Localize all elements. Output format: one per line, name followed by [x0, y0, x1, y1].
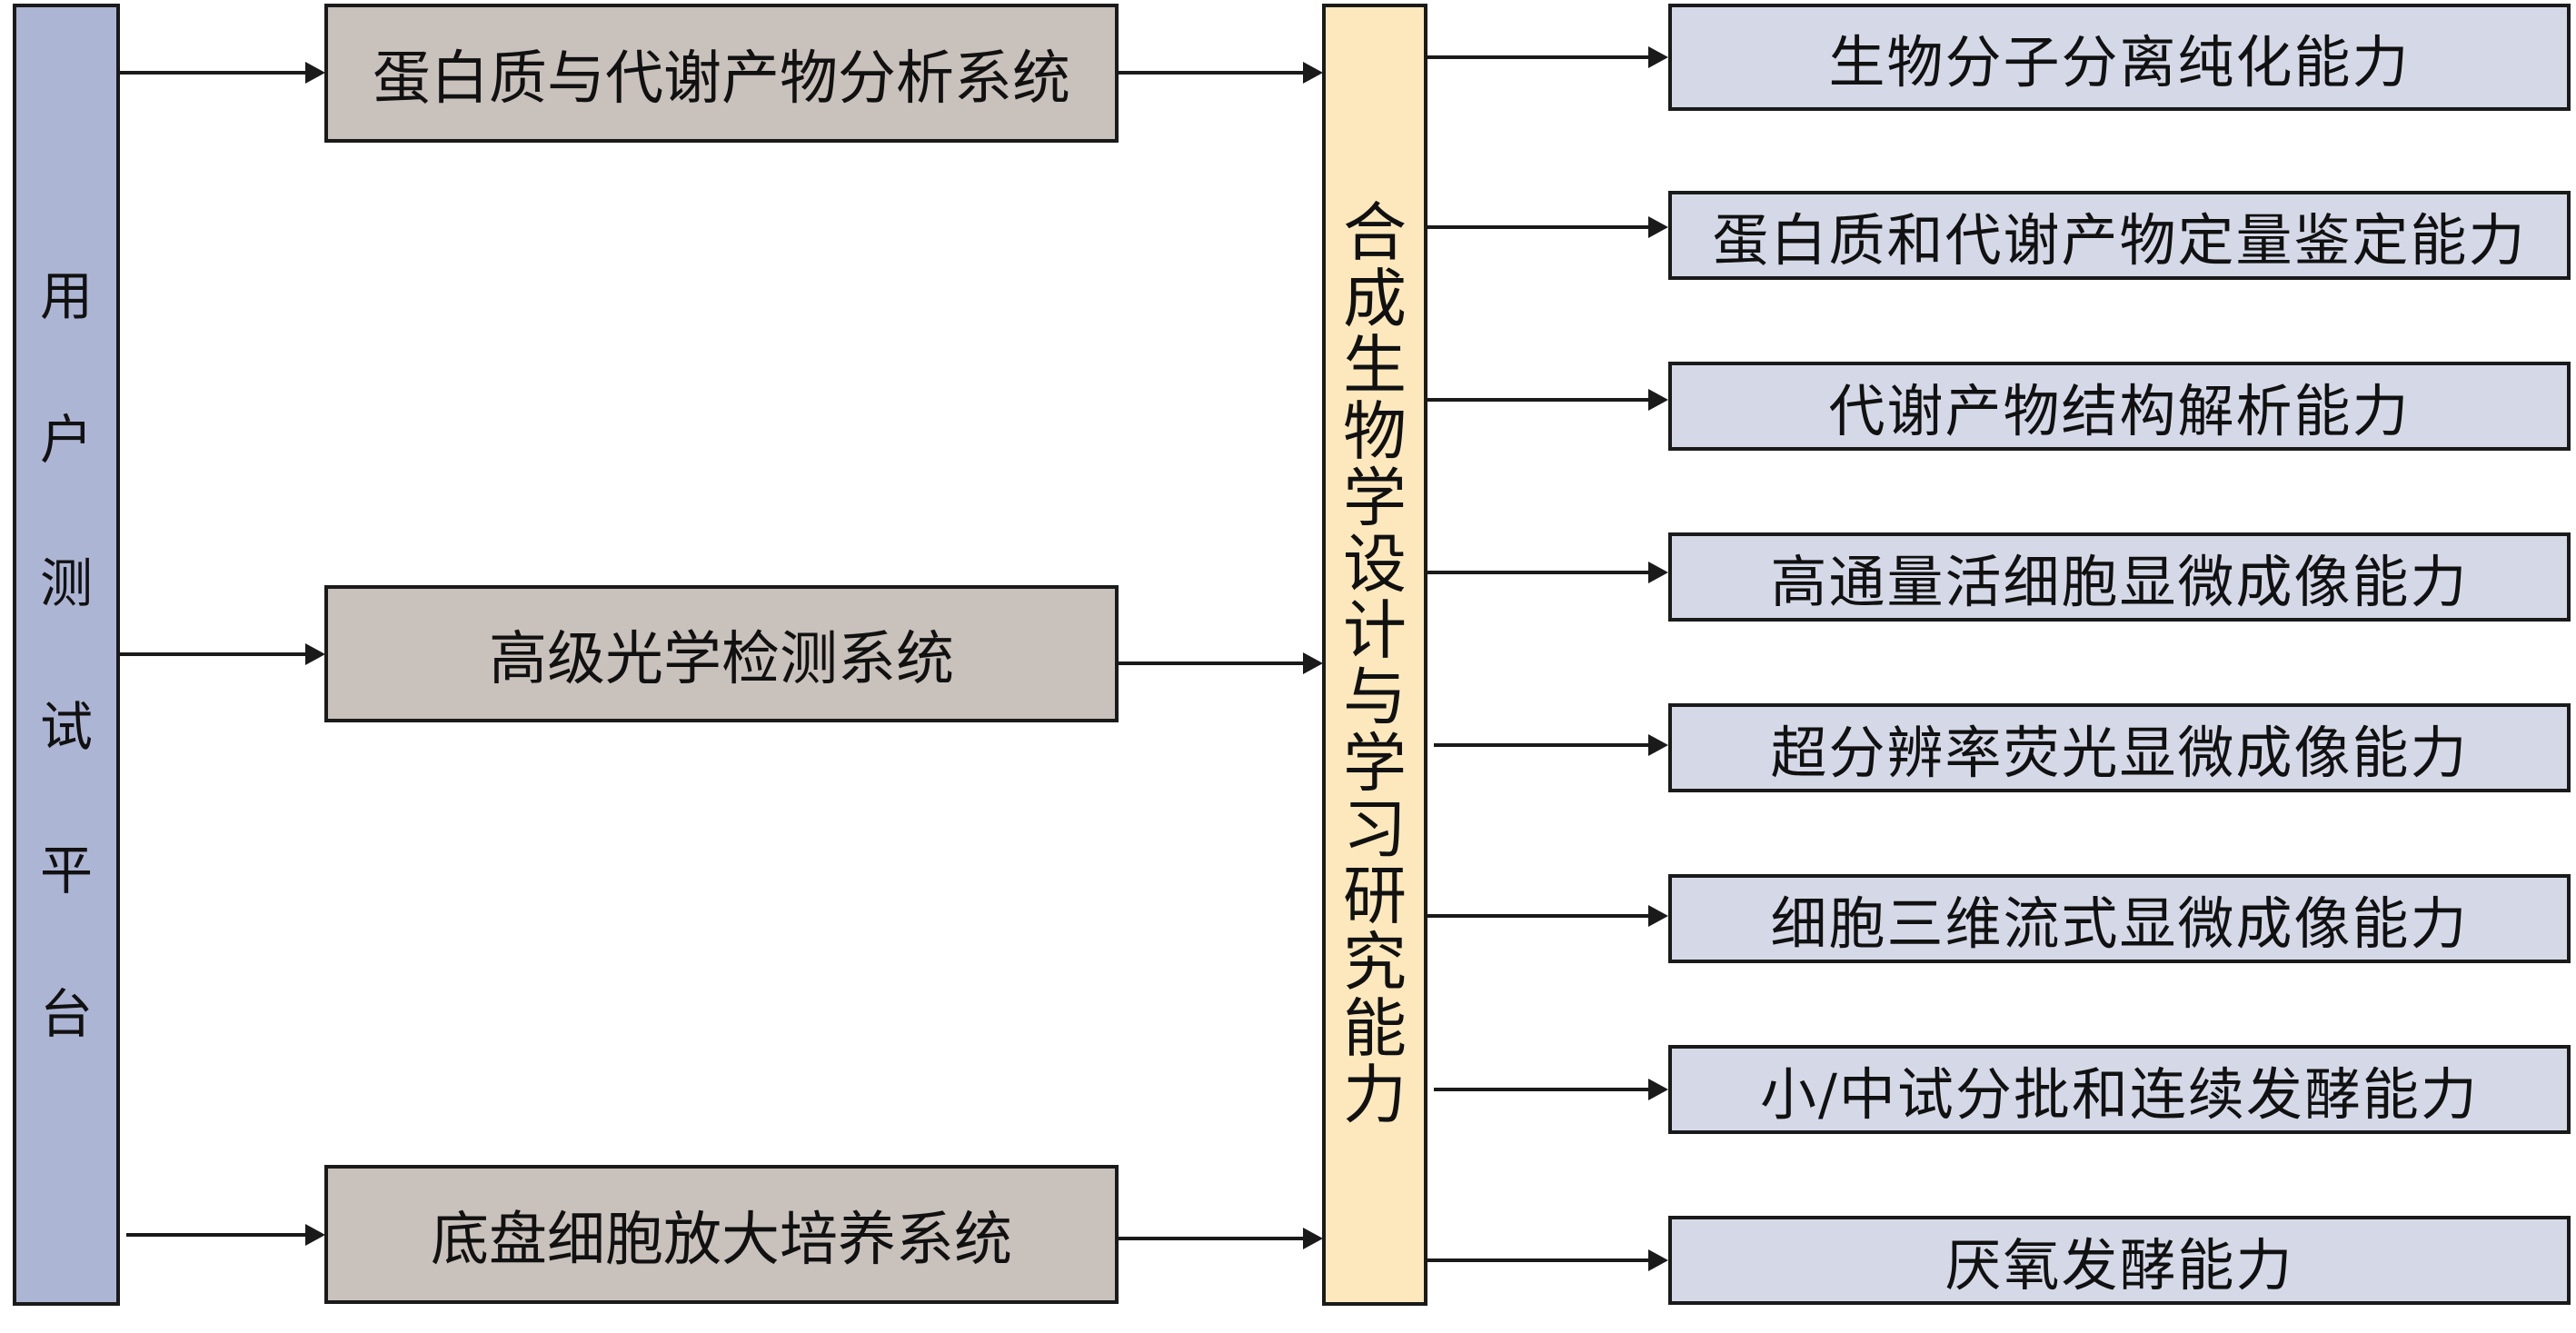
core-char: 成	[1343, 261, 1407, 336]
core-char: 学	[1343, 460, 1407, 535]
capability-box: 厌氧发酵能力	[1668, 1216, 2571, 1305]
arrowhead-icon	[305, 1224, 325, 1246]
capability-label: 代谢产物结构解析能力	[1828, 378, 2411, 444]
system-box-cell-scaleup: 底盘细胞放大培养系统	[324, 1165, 1119, 1304]
core-char: 物	[1343, 393, 1407, 469]
capability-box: 蛋白质和代谢产物定量鉴定能力	[1668, 191, 2571, 280]
arrow-core-to-capability-3	[1427, 562, 1668, 583]
system-label: 高级光学检测系统	[489, 625, 954, 693]
arrowhead-icon	[305, 643, 325, 665]
platform-char: 试	[39, 695, 93, 758]
core-char: 究	[1343, 924, 1407, 1000]
core-char: 合	[1343, 194, 1407, 270]
core-char: 生	[1343, 327, 1407, 403]
core-capability-box: 合 成 生 物 学 设 计 与 学 习 研 究 能 力	[1322, 4, 1427, 1306]
platform-label: 用 户 测 试 平 台	[40, 270, 93, 1040]
arrow-core-to-capability-1	[1427, 216, 1668, 238]
system-label: 底盘细胞放大培养系统	[431, 1206, 1012, 1274]
core-char: 计	[1343, 592, 1407, 668]
arrow-core-to-capability-0	[1427, 46, 1668, 68]
core-char: 力	[1343, 1057, 1407, 1132]
system-label: 蛋白质与代谢产物分析系统	[373, 45, 1070, 113]
arrow-core-to-capability-5	[1427, 905, 1668, 927]
user-test-platform-box: 用 户 测 试 平 台	[13, 4, 120, 1306]
arrowhead-icon	[1648, 905, 1668, 927]
arrowhead-icon	[1648, 216, 1668, 238]
arrowhead-icon	[1303, 652, 1323, 674]
capability-box: 高通量活细胞显微成像能力	[1668, 532, 2571, 622]
platform-char: 测	[39, 552, 93, 614]
arrowhead-icon	[305, 62, 325, 84]
arrowhead-icon	[1648, 1079, 1668, 1100]
arrow-system-2-to-core	[1119, 1228, 1323, 1249]
core-label: 合 成 生 物 学 设 计 与 学 习 研 究 能 力	[1343, 194, 1407, 1132]
platform-char: 用	[39, 264, 93, 327]
core-char: 研	[1343, 858, 1407, 933]
core-char: 习	[1343, 791, 1407, 867]
capability-box: 生物分子分离纯化能力	[1668, 4, 2571, 111]
system-box-optical-detection: 高级光学检测系统	[324, 585, 1119, 722]
core-char: 能	[1343, 990, 1407, 1066]
capability-label: 厌氧发酵能力	[1944, 1232, 2294, 1298]
capability-label: 高通量活细胞显微成像能力	[1770, 549, 2469, 615]
arrow-core-to-capability-4	[1434, 734, 1668, 756]
capability-label: 超分辨率荧光显微成像能力	[1770, 720, 2469, 786]
platform-char: 台	[39, 982, 93, 1045]
arrowhead-icon	[1303, 1228, 1323, 1249]
arrow-platform-to-system-2	[126, 1224, 325, 1246]
capability-box: 小/中试分批和连续发酵能力	[1668, 1045, 2571, 1134]
arrow-core-to-capability-6	[1434, 1079, 1668, 1100]
capability-box: 代谢产物结构解析能力	[1668, 362, 2571, 451]
arrowhead-icon	[1648, 734, 1668, 756]
arrow-platform-to-system-0	[120, 62, 325, 84]
arrowhead-icon	[1648, 1249, 1668, 1271]
arrowhead-icon	[1303, 62, 1323, 84]
capability-label: 蛋白质和代谢产物定量鉴定能力	[1712, 207, 2527, 274]
arrowhead-icon	[1648, 562, 1668, 583]
arrow-system-0-to-core	[1119, 62, 1323, 84]
arrowhead-icon	[1648, 389, 1668, 411]
core-char: 学	[1343, 725, 1407, 801]
core-char: 设	[1343, 526, 1407, 602]
arrow-platform-to-system-1	[120, 643, 325, 665]
core-char: 与	[1343, 659, 1407, 734]
platform-char: 户	[39, 408, 93, 471]
platform-char: 平	[39, 839, 93, 901]
capability-box: 细胞三维流式显微成像能力	[1668, 874, 2571, 963]
capability-label: 细胞三维流式显微成像能力	[1770, 890, 2469, 957]
system-box-protein-metabolite: 蛋白质与代谢产物分析系统	[324, 4, 1119, 143]
capability-label: 生物分子分离纯化能力	[1828, 29, 2411, 95]
capability-label: 小/中试分批和连续发酵能力	[1760, 1061, 2479, 1128]
arrow-core-to-capability-2	[1427, 389, 1668, 411]
arrowhead-icon	[1648, 46, 1668, 68]
arrow-core-to-capability-7	[1427, 1249, 1668, 1271]
arrow-system-1-to-core	[1119, 652, 1323, 674]
capability-box: 超分辨率荧光显微成像能力	[1668, 703, 2571, 792]
